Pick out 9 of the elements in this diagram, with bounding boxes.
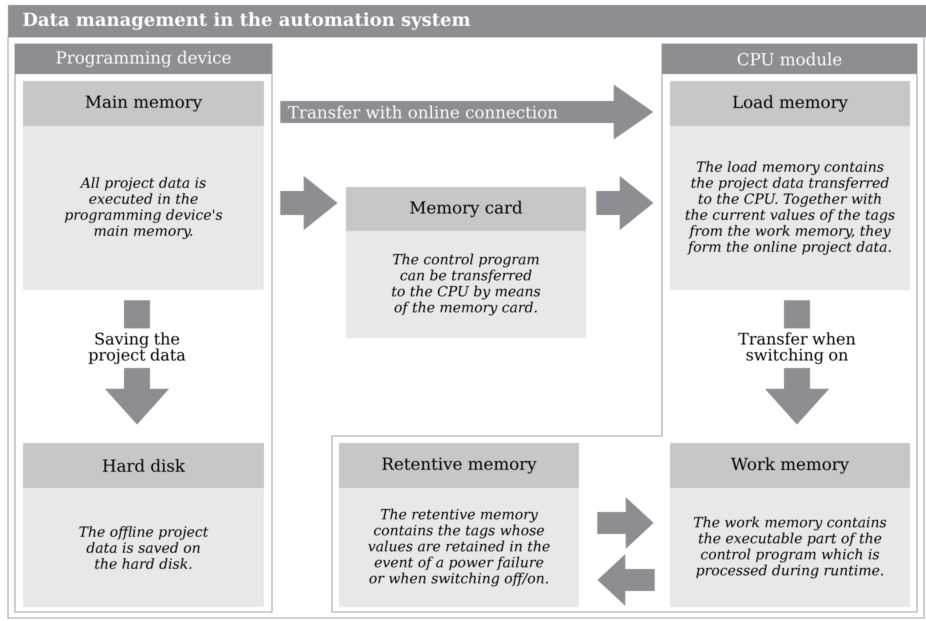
edge-label: Transfer when switching on xyxy=(738,332,856,364)
memory-box: Main memory All project data is executed in the programming device's main memory. xyxy=(23,81,264,290)
title-band: Data management in the automation system xyxy=(8,5,926,37)
memory-box: Work memory The work memory contains the executable part of the control program which is processed during runtime. xyxy=(670,443,910,607)
memory-box: Hard disk The offline project data is saved on the hard disk. xyxy=(23,443,264,607)
memory-box: Retentive memory The retentive memory contains the tags whose values are retained in the event of a power failure or when switching off/on. xyxy=(339,443,579,607)
memory-box: Memory card The control program can be transferred to the CPU by means of the memory card. xyxy=(346,187,586,338)
edge-label: Saving the project data xyxy=(88,332,186,364)
memory-box: Load memory The load memory contains the project data transferred to the CPU. Together with the current values of the tags from the work memory, they form the online project data. xyxy=(670,81,910,290)
